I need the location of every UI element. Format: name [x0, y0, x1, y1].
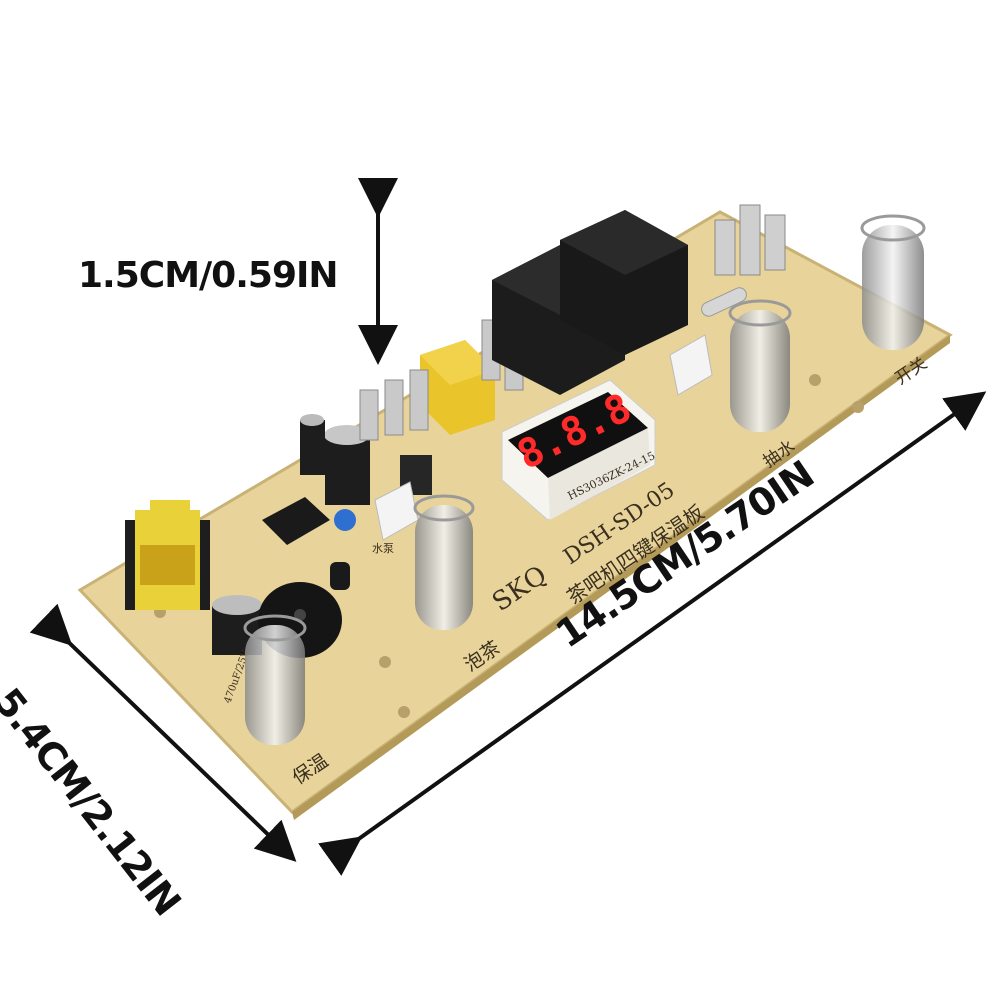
transistor [330, 562, 350, 590]
spring-brew-tea[interactable] [413, 494, 475, 630]
ceramic-capacitor [334, 509, 356, 531]
spring-keep-warm[interactable] [243, 614, 307, 745]
height-dimension-label: 1.5CM/0.59IN [78, 255, 339, 296]
connector-top [669, 334, 713, 396]
ic-chip [262, 497, 330, 545]
length-arrow [318, 391, 987, 876]
spade-terminals-right [714, 204, 786, 276]
fuse [701, 287, 747, 317]
relay-right [560, 210, 688, 355]
connector-label: 水泵 [372, 542, 394, 555]
capacitor-small [300, 414, 325, 475]
spring-power[interactable] [860, 214, 926, 350]
transformer [125, 500, 210, 610]
width-arrow [29, 603, 297, 862]
spring-pump-water[interactable] [728, 299, 792, 432]
